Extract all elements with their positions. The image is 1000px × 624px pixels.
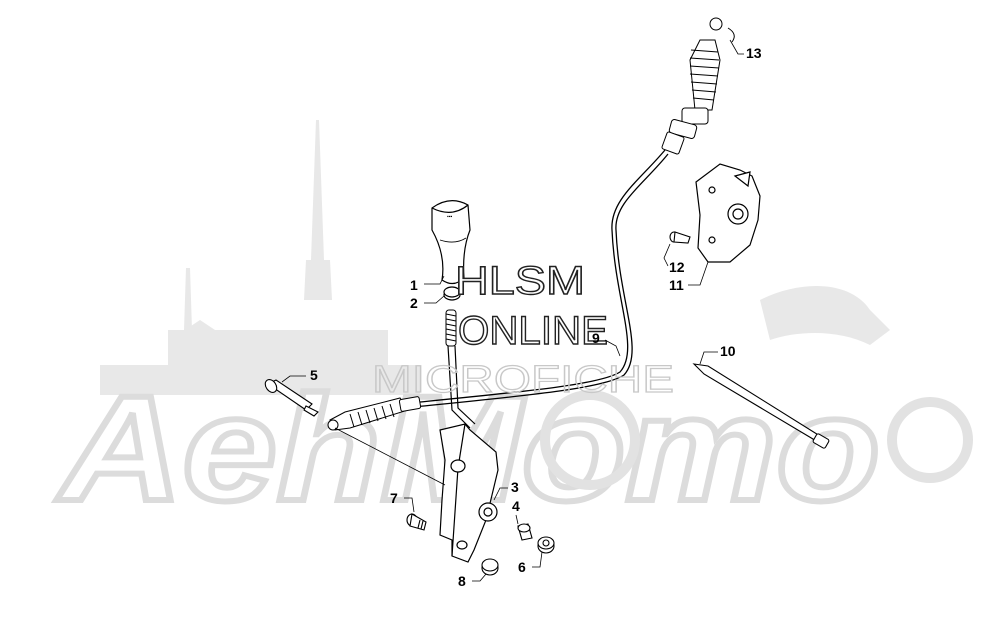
cable-tie [692, 363, 830, 449]
callout-8: 8 [458, 573, 487, 589]
lock-nut-6 [537, 536, 555, 554]
pivot-bolt [264, 379, 319, 417]
shift-lever-rod [447, 345, 476, 429]
callout-9: 9 [592, 330, 621, 357]
cap-screw [406, 513, 427, 531]
svg-text:10: 10 [720, 343, 736, 359]
callout-3: 3 [493, 479, 519, 501]
mount-screw [669, 231, 691, 244]
callout-1: 1 [410, 275, 445, 293]
watermark-line-online: ONLINE [458, 309, 608, 353]
svg-text:6: 6 [518, 559, 526, 575]
shift-lever-bracket [439, 423, 499, 563]
pivot-leader [334, 427, 446, 486]
svg-text:12: 12 [669, 259, 685, 275]
svg-text:13: 13 [746, 45, 762, 61]
washer [517, 523, 533, 541]
callout-11: 11 [669, 261, 709, 293]
svg-text:4: 4 [512, 498, 520, 514]
watermark-wheels [540, 390, 973, 490]
svg-text:2: 2 [410, 295, 418, 311]
svg-text:9: 9 [592, 330, 600, 346]
callout-4: 4 [512, 498, 520, 525]
shift-cable [399, 149, 669, 409]
callout-13: 13 [729, 39, 762, 61]
callout-7: 7 [390, 490, 415, 513]
callout-5: 5 [281, 367, 318, 383]
cable-boot-lower [327, 396, 422, 431]
threaded-rod [445, 309, 457, 347]
svg-text:3: 3 [511, 479, 519, 495]
watermark-line-hlsm: HLSM [455, 259, 585, 303]
watermark-line-microfiche: MICROFICHE [372, 359, 674, 401]
callout-10: 10 [699, 343, 736, 365]
svg-text:8: 8 [458, 573, 466, 589]
svg-text:7: 7 [390, 490, 398, 506]
callout-2: 2 [410, 295, 445, 311]
svg-text:5: 5 [310, 367, 318, 383]
callouts: 1 2 3 4 5 6 7 [281, 39, 762, 589]
callout-6: 6 [518, 551, 543, 575]
cable-boot-upper [661, 17, 735, 155]
background-watermark [100, 120, 890, 395]
shift-knob: ▪▪▪ [431, 200, 471, 285]
callout-12: 12 [663, 243, 685, 275]
lock-nut-8 [481, 558, 499, 576]
jam-nut [443, 286, 461, 301]
watermark-text: HLSM ONLINE MICROFICHE [371, 258, 674, 401]
cable-mount-bracket [695, 163, 761, 263]
svg-text:1: 1 [410, 277, 418, 293]
svg-text:▪▪▪: ▪▪▪ [447, 214, 453, 220]
svg-text:11: 11 [669, 277, 684, 293]
